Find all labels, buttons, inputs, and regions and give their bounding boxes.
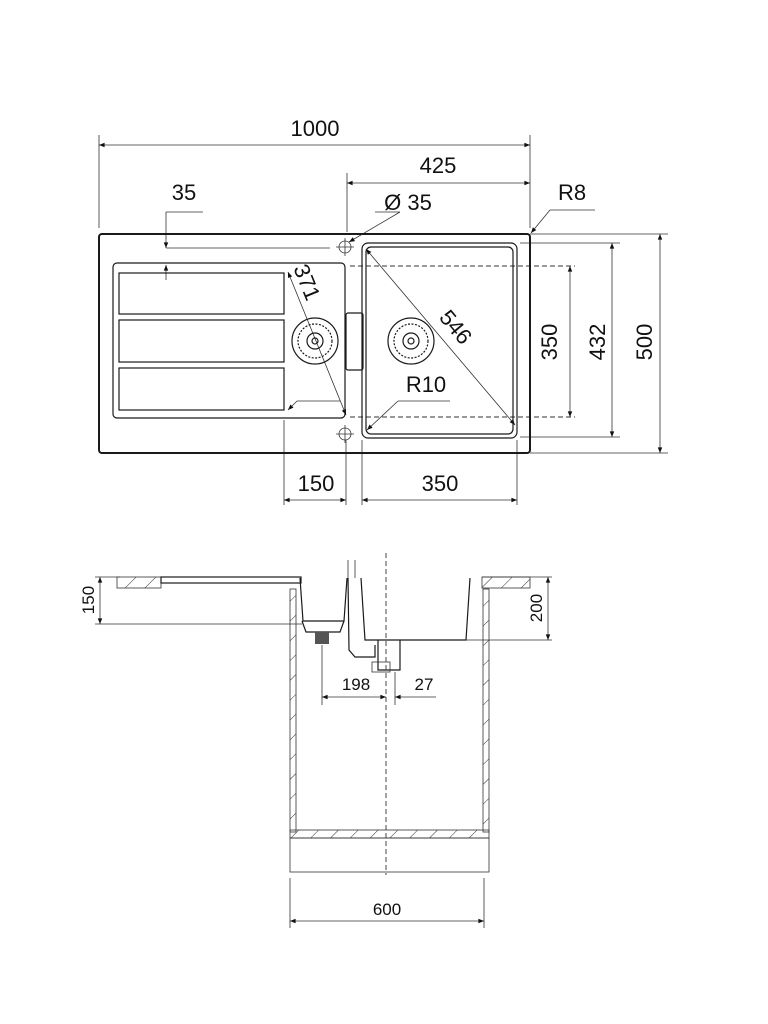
drain-right-icon (387, 317, 435, 365)
main-bowl-profile (360, 577, 471, 641)
cabinet-wall-right (482, 588, 490, 833)
small-bowl-drain (315, 632, 329, 644)
overflow-slot (345, 312, 364, 371)
main-bowl-inner (365, 246, 514, 435)
side-dimension-lines (95, 576, 552, 928)
dim-overall-depth: 500 (632, 324, 657, 361)
extension-lines (98, 135, 668, 505)
dim-small-bowl-depth: 150 (79, 586, 98, 614)
cabinet-wall-left (289, 588, 297, 833)
dim-tap-hole: Ø 35 (384, 190, 432, 215)
main-bowl (361, 242, 518, 439)
dim-drain-offset-left: 198 (342, 675, 370, 694)
waste-fitting (377, 640, 401, 671)
dimension-lines (99, 142, 663, 503)
drain-left-icon (291, 317, 339, 365)
side-view: 150 200 198 27 600 (79, 553, 552, 928)
countertop-right (481, 576, 531, 589)
drainer-area (112, 262, 346, 419)
drainer-rib (118, 272, 285, 315)
top-view: 1000 425 35 Ø 35 R8 371 546 R10 350 432 … (98, 116, 668, 505)
countertop-left (116, 576, 162, 589)
dim-cabinet-width: 600 (373, 900, 401, 919)
tap-hole-icon (336, 238, 354, 443)
dim-overall-width: 1000 (291, 116, 340, 141)
sink-outline (98, 233, 531, 454)
dim-bowl-inner-depth: 350 (537, 324, 562, 361)
cabinet-shelf (289, 829, 490, 839)
waste-trap (371, 661, 391, 673)
drainer-rib (118, 367, 285, 411)
dim-corner-radius: R8 (558, 180, 586, 205)
dim-bowl-section-width: 425 (420, 153, 457, 178)
dim-drainer-diagonal: 371 (288, 260, 325, 303)
dim-bowl-outer-depth: 432 (585, 324, 610, 361)
drainer-profile (160, 576, 302, 584)
dim-drainer-offset: 35 (172, 180, 196, 205)
hidden-lines (350, 265, 575, 418)
dim-main-bowl-width: 350 (422, 471, 459, 496)
small-bowl-profile (299, 577, 348, 622)
dim-drain-offset-right: 27 (415, 675, 434, 694)
small-bowl-base (301, 620, 345, 633)
dim-main-bowl-depth: 200 (527, 594, 546, 622)
dim-bowl-radius: R10 (406, 372, 446, 397)
dim-bowl-diagonal: 546 (434, 305, 477, 349)
cabinet-base (289, 837, 490, 873)
drainer-rib (118, 319, 285, 363)
overflow-pipe (347, 577, 376, 658)
dim-small-bowl-width: 150 (298, 471, 335, 496)
